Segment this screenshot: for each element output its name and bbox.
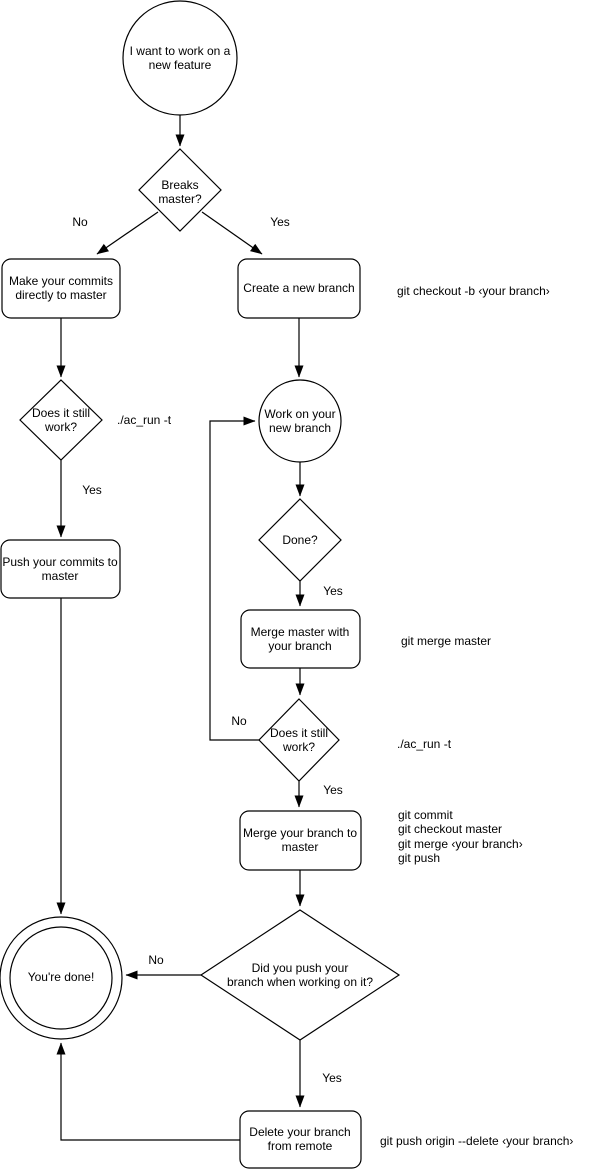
edge-label-still-mid-no: No: [231, 714, 247, 728]
annotation-merge-master-cmd: git merge master: [401, 633, 492, 648]
merge-master-box: [240, 609, 361, 669]
still-work-mid-diamond: [258, 698, 340, 782]
breaks-master-diamond: [138, 148, 222, 232]
annotation-line: git checkout master: [398, 822, 503, 837]
youre-done-label: You're done!: [27, 970, 95, 984]
push-commits-label: Push your commits to master: [2, 555, 118, 583]
start-circle: [122, 0, 238, 116]
edge-label-done-yes: Yes: [323, 584, 343, 598]
annotation-line: git merge ‹your branch›: [398, 836, 523, 851]
youre-done-inner-circle: [9, 926, 113, 1030]
work-branch-circle: [258, 379, 342, 463]
annotation-ac-run-left: ./ac_run -t: [117, 412, 172, 427]
edge-label-breaks-yes: Yes: [270, 215, 290, 229]
edge-breaks-master-no: [96, 211, 159, 255]
edge-breaks-master-yes: [201, 211, 263, 255]
annotation-line: git push: [398, 850, 441, 865]
start-circle-label: I want to work on a new feature: [129, 44, 231, 72]
annotation-delete-remote-cmd: git push origin --delete ‹your branch›: [380, 1133, 574, 1148]
edge-label-push-yes: Yes: [322, 1071, 342, 1085]
edge-label-push-no: No: [148, 953, 164, 967]
make-commits-box: [1, 258, 121, 319]
still-work-left-label: Does it still work?: [31, 406, 90, 434]
edge-label-still-left-yes: Yes: [82, 483, 102, 497]
edge-label-still-mid-yes: Yes: [323, 783, 343, 797]
create-branch-label: Create a new branch: [243, 281, 355, 295]
make-commits-label: Make your commits directly to master: [8, 274, 114, 302]
edge-still-work-no-loop: [209, 416, 259, 741]
annotation-create-branch-cmd: git checkout -b ‹your branch›: [397, 283, 550, 298]
delete-remote-box: [239, 1110, 362, 1169]
done-label: Done?: [282, 533, 318, 547]
create-branch-box: [237, 258, 361, 319]
still-work-left-diamond: [19, 379, 103, 461]
merge-branch-box: [239, 810, 362, 871]
edge-label-breaks-no: No: [72, 215, 88, 229]
annotation-ac-run-mid: ./ac_run -t: [397, 736, 452, 751]
breaks-master-label: Breaks master?: [158, 178, 202, 206]
work-branch-label: Work on your new branch: [264, 407, 336, 435]
delete-remote-label: Delete your branch from remote: [249, 1125, 351, 1153]
merge-master-label: Merge master with your branch: [250, 625, 350, 653]
edge-delete-remote-to-done-circle: [56, 1042, 240, 1141]
annotation-line: git commit: [398, 808, 453, 822]
did-you-push-diamond: [199, 909, 401, 1041]
did-you-push-label: Did you push your branch when working on…: [226, 961, 374, 989]
still-work-mid-label: Does it still work?: [269, 726, 328, 754]
annotation-merge-branch-cmds: git commit git checkout master git merge…: [398, 808, 523, 865]
push-commits-box: [0, 539, 121, 599]
merge-branch-label: Merge your branch to master: [242, 826, 358, 854]
done-diamond: [258, 498, 342, 582]
